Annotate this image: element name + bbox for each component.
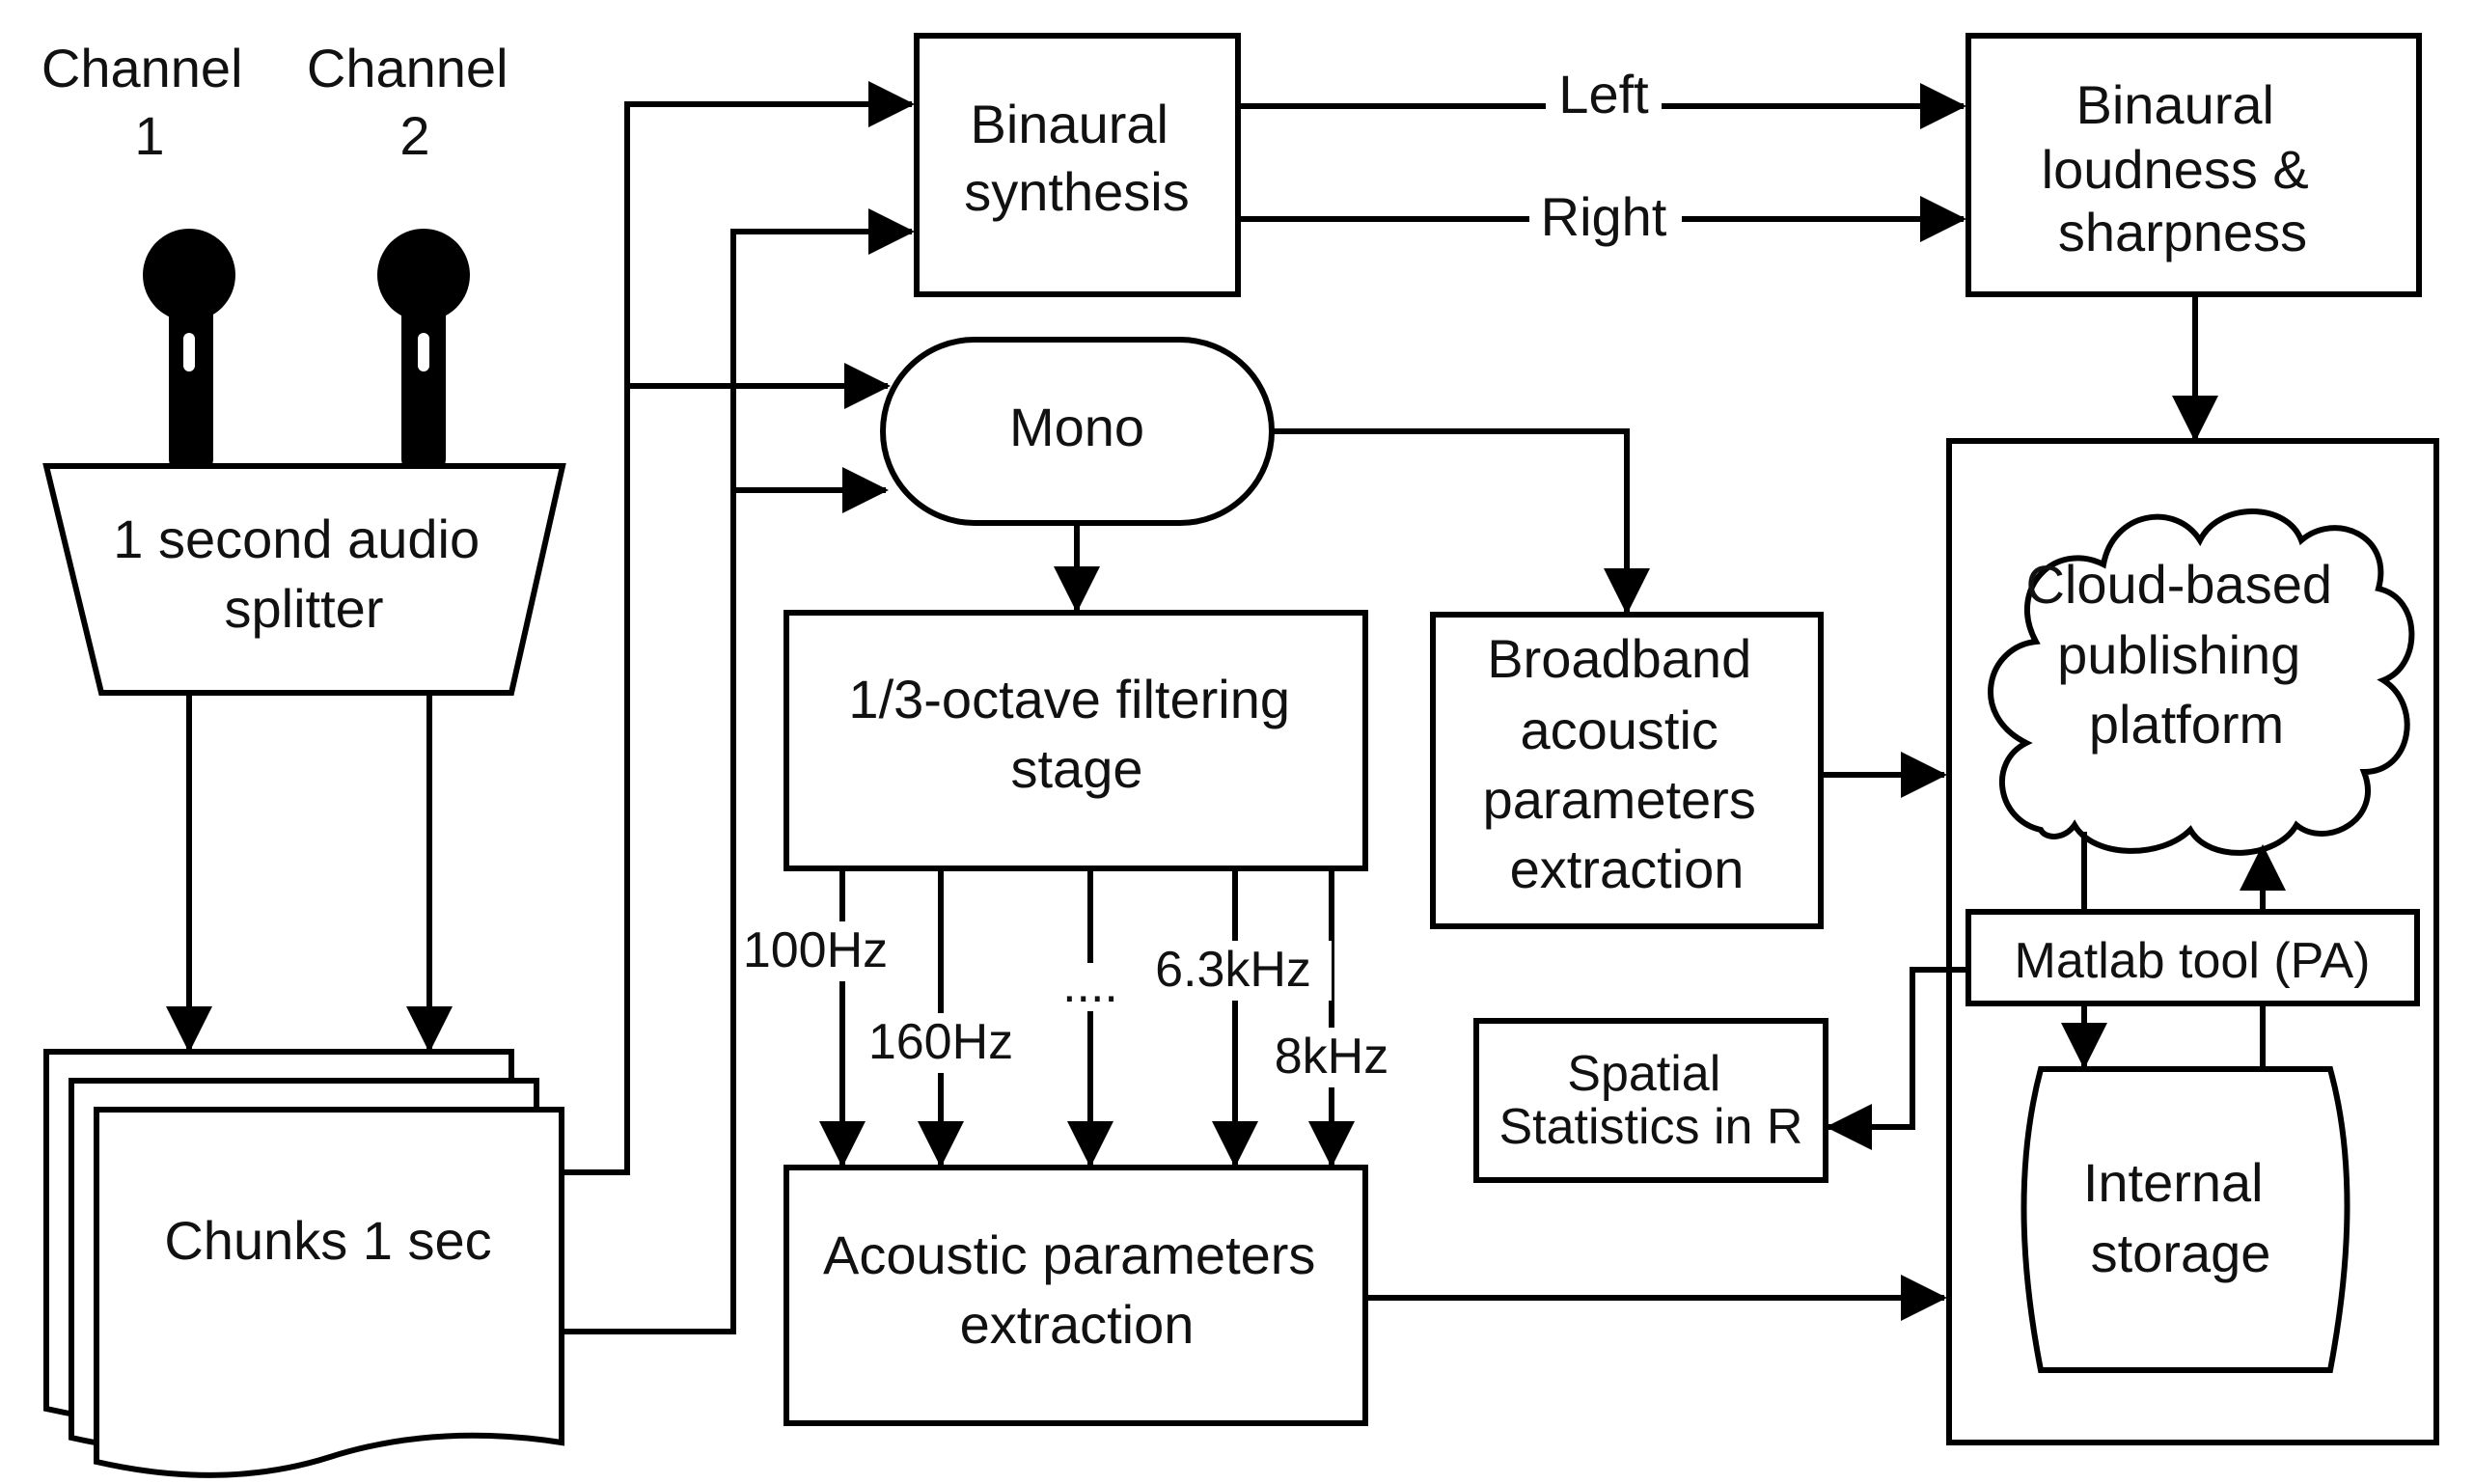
svg-text:Matlab tool (PA): Matlab tool (PA) bbox=[2015, 933, 2371, 989]
mono-to-broadband-connector bbox=[1272, 428, 1650, 615]
svg-text:Spatial Statistics in R: Spatial Statistics in R bbox=[1499, 1046, 1803, 1155]
band-ellipsis-label: .... bbox=[1062, 957, 1118, 1013]
binaural-synthesis-node: Binaural synthesis bbox=[914, 33, 1241, 297]
svg-text:Internal storage: Internal storage bbox=[2083, 1152, 2278, 1283]
band-8khz-label: 8kHz bbox=[1275, 1029, 1388, 1085]
microphone-icon bbox=[377, 229, 470, 473]
band-100hz-label: 100Hz bbox=[743, 922, 888, 978]
broadband-extraction-node: Broadband acoustic parameters extraction bbox=[1430, 612, 1824, 929]
svg-text:Mono: Mono bbox=[1009, 397, 1144, 457]
channel-1-label: Channel 1 bbox=[41, 38, 258, 166]
chunks-document-stack: Chunks 1 sec bbox=[43, 1049, 564, 1478]
left-channel-label: Left bbox=[1558, 64, 1649, 124]
audio-splitter-node: 1 second audio splitter bbox=[42, 463, 566, 696]
matlab-to-spatial-connector bbox=[1826, 967, 1968, 1150]
mono-node: Mono bbox=[880, 337, 1275, 526]
microphone-icon bbox=[143, 229, 235, 473]
svg-text:Binaural loudness &: Binaural loudness & sharpness bbox=[2042, 74, 2324, 262]
binaural-loudness-node: Binaural loudness & sharpness bbox=[1965, 33, 2422, 297]
svg-text:Chunks 1 sec: Chunks 1 sec bbox=[164, 1210, 491, 1271]
chunks-to-binaural-connector bbox=[564, 208, 915, 1334]
svg-text:Binaural synthesis: Binaural synthesis bbox=[964, 94, 1189, 222]
octave-filtering-node: 1/3-octave filtering stage bbox=[783, 610, 1368, 871]
svg-text:Broadband acoustic: Broadband acoustic parameters extraction bbox=[1483, 628, 1772, 899]
svg-text:Acoustic parameters extr: Acoustic parameters extraction bbox=[823, 1224, 1331, 1355]
svg-text:Cloud-based publishing: Cloud-based publishing platform bbox=[2025, 554, 2347, 755]
svg-text:1/3-octave filtering sta: 1/3-octave filtering stage bbox=[848, 669, 1305, 799]
right-channel-label: Right bbox=[1541, 186, 1667, 247]
acoustic-extraction-node: Acoustic parameters extraction bbox=[783, 1165, 1368, 1426]
band-160hz-label: 160Hz bbox=[868, 1014, 1013, 1070]
cloud-icon: Cloud-based publishing platform bbox=[1988, 508, 2415, 856]
internal-storage-node: Internal storage bbox=[2020, 1066, 2350, 1373]
matlab-tool-node: Matlab tool (PA) bbox=[1965, 909, 2420, 1006]
svg-text:1 second audio splitter: 1 second audio splitter bbox=[113, 508, 494, 639]
chunks-to-binaural-connector bbox=[564, 81, 915, 1175]
channel-2-label: Channel 2 bbox=[307, 38, 523, 166]
spatial-statistics-node: Spatial Statistics in R bbox=[1473, 1018, 1828, 1183]
band-6300hz-label: 6.3kHz bbox=[1155, 942, 1311, 998]
